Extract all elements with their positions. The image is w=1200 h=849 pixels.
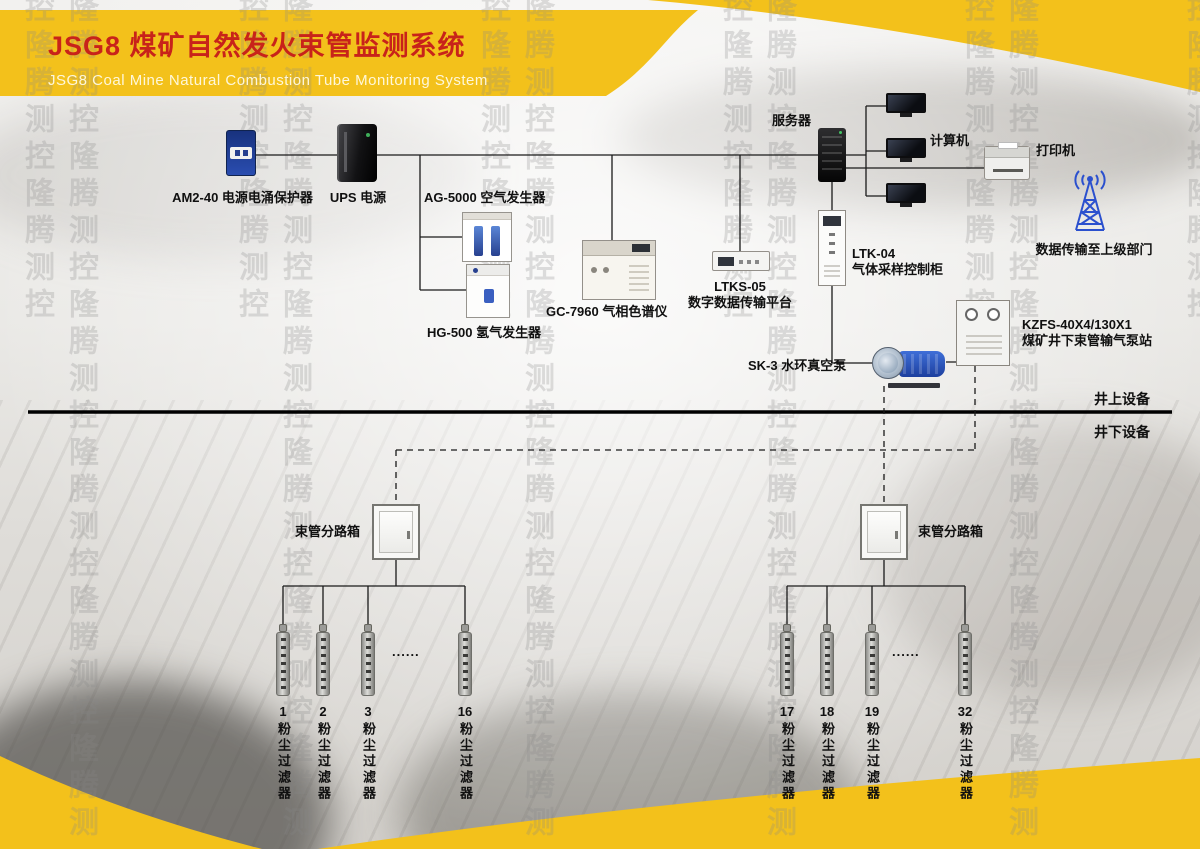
dust-filter (275, 624, 291, 700)
computer-monitor (886, 138, 926, 164)
filter-number: 3 (364, 704, 372, 719)
printer-label: 打印机 (1036, 143, 1076, 158)
corner-accent-top-right (648, 0, 1200, 92)
branch-box-left-device (372, 504, 420, 560)
ups-label: UPS 电源 (329, 190, 387, 205)
surge-protector-label: AM2-40 电源电涌保护器 (172, 190, 313, 205)
pump-station-name: 煤矿井下束管输气泵站 (1022, 333, 1153, 349)
filter-caption: 粉尘过滤器 (276, 722, 291, 802)
uplink-label: 数据传输至上级部门 (1035, 242, 1153, 257)
dust-filter (864, 624, 880, 700)
pump-station-label: KZFS-40X4/130X1 煤矿井下束管输气泵站 (1022, 317, 1152, 350)
power-led (839, 131, 842, 134)
air-generator-label: AG-5000 空气发生器 (424, 190, 546, 205)
radio-tower-icon (1074, 170, 1106, 231)
dust-filter (457, 624, 473, 700)
computer-lines (846, 105, 886, 197)
computer-monitor (886, 183, 926, 209)
knob (603, 267, 609, 273)
data-transmission-device (712, 251, 770, 271)
surface-equipment-label: 井上设备 (1094, 391, 1150, 407)
gas-sampling-cabinet-device (818, 210, 846, 286)
vacuum-pump-label: SK-3 水环真空泵 (748, 358, 847, 373)
printer-device (984, 142, 1030, 180)
dtp-name: 数字数据传输平台 (687, 295, 792, 311)
filter-caption: 粉尘过滤器 (361, 722, 376, 802)
dtp-model: LTKS-05 (714, 279, 766, 294)
instrument-screen (718, 257, 734, 266)
filter-number: 2 (319, 704, 327, 719)
header: JSG8 煤矿自然发火束管监测系统 JSG8 Coal Mine Natural… (48, 24, 488, 89)
filter-caption: 粉尘过滤器 (958, 722, 973, 802)
corner-accent-bottom-left (0, 756, 262, 849)
ellipsis-right: ...... (892, 644, 920, 659)
filter-number: 1 (279, 704, 287, 719)
filter-caption: 粉尘过滤器 (780, 722, 795, 802)
chromatograph-label: GC-7960 气相色谱仪 (546, 304, 668, 319)
header-ribbon (0, 10, 698, 96)
server-label: 服务器 (772, 113, 812, 128)
sampler-model: LTK-04 (852, 246, 896, 261)
filter-number: 18 (819, 704, 835, 719)
filter-caption: 粉尘过滤器 (458, 722, 473, 802)
pump-station-cabinet-device (956, 300, 1010, 366)
dtp-label: LTKS-05 数字数据传输平台 (678, 279, 802, 312)
bottom-accent-band (318, 758, 1200, 849)
gas-column (474, 226, 483, 256)
instrument-screen (823, 216, 841, 226)
filter-caption: 粉尘过滤器 (865, 722, 880, 802)
branch-box-left-label: 束管分路箱 (295, 524, 361, 539)
underground-equipment-label: 井下设备 (1094, 424, 1150, 440)
computer-label: 计算机 (930, 133, 970, 148)
power-led (366, 133, 370, 137)
right-filter-lines (786, 560, 966, 624)
pump-station-model: KZFS-40X4/130X1 (1022, 317, 1132, 332)
filter-number: 17 (779, 704, 795, 719)
dust-filter (360, 624, 376, 700)
page-title: JSG8 煤矿自然发火束管监测系统 (48, 31, 466, 61)
branch-box-right-label: 束管分路箱 (918, 524, 984, 539)
branch-box-right-device (860, 504, 908, 560)
pressure-gauge (965, 308, 978, 321)
gas-column (491, 226, 500, 256)
instrument-screen (632, 244, 650, 252)
air-generator-device (462, 212, 512, 262)
generator-branch-line (419, 155, 466, 291)
gas-chromatograph-device (582, 240, 656, 300)
hydrogen-generator-label: HG-500 氢气发生器 (427, 325, 542, 340)
sampler-name: 气体采样控制柜 (852, 262, 944, 278)
dust-filter (315, 624, 331, 700)
computer-monitor (886, 93, 926, 119)
filter-number: 16 (457, 704, 473, 719)
dust-filter (819, 624, 835, 700)
dust-filter (779, 624, 795, 700)
ellipsis-left: ...... (392, 644, 420, 659)
left-filter-lines (282, 560, 466, 624)
vacuum-pump-device (872, 342, 948, 388)
pressure-gauge (987, 308, 1000, 321)
hydrogen-generator-device (466, 264, 510, 318)
filter-caption: 粉尘过滤器 (316, 722, 331, 802)
filter-number: 32 (957, 704, 973, 719)
filter-caption: 粉尘过滤器 (820, 722, 835, 802)
server-device (818, 128, 846, 182)
surge-protector-device (226, 130, 256, 176)
knob (591, 267, 597, 273)
dust-filter (957, 624, 973, 700)
ups-device (337, 124, 377, 182)
sampler-label: LTK-04 气体采样控制柜 (852, 246, 943, 279)
pump-lines (831, 286, 956, 364)
page-subtitle: JSG8 Coal Mine Natural Combustion Tube M… (48, 72, 488, 89)
filter-number: 19 (864, 704, 880, 719)
